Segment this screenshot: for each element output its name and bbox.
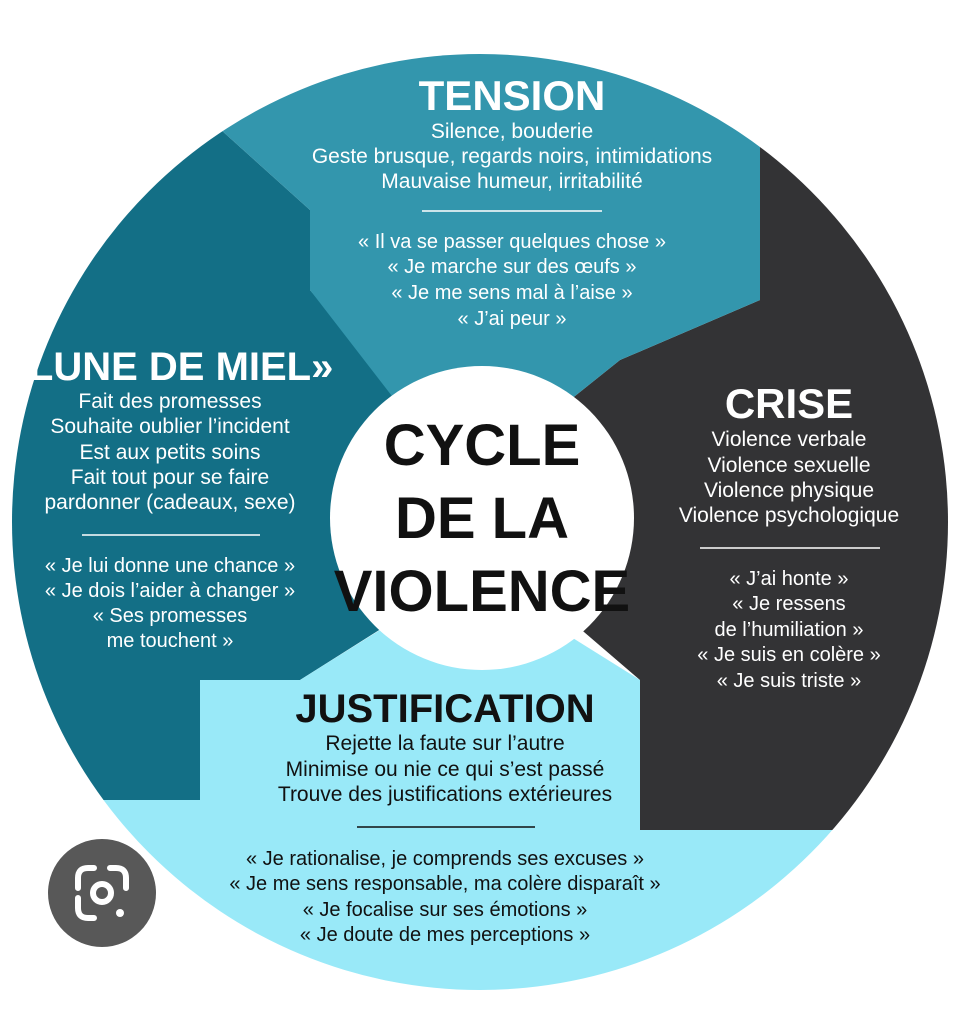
lune-de-miel-quote: « Je lui donne une chance » — [45, 555, 295, 577]
lune-de-miel-quote: « Ses promesses — [93, 605, 248, 627]
lune-de-miel-behavior: Est aux petits soins — [80, 441, 261, 464]
lune-de-miel-behavior: Fait des promesses — [78, 390, 261, 413]
justification-quote: « Je doute de mes perceptions » — [300, 924, 590, 946]
lune-de-miel-behavior: pardonner (cadeaux, sexe) — [45, 491, 296, 514]
lune-de-miel-title: «LUNE DE MIEL» — [7, 345, 334, 389]
google-lens-icon — [75, 865, 129, 921]
lune-de-miel-quote: « Je dois l’aider à changer » — [45, 580, 295, 602]
tension-quote: « J’ai peur » — [458, 308, 567, 330]
center-title: CYCLE DE LA VIOLENCE — [334, 413, 631, 624]
justification-behavior: Trouve des justifications extérieures — [278, 783, 612, 806]
justification-quote: « Je focalise sur ses émotions » — [303, 899, 588, 921]
segment-crise — [570, 120, 948, 830]
tension-text: TENSION Silence, bouderie Geste brusque,… — [312, 72, 712, 330]
crise-quote: « J’ai honte » — [730, 568, 849, 590]
lens-button[interactable] — [48, 839, 156, 947]
justification-text: JUSTIFICATION Rejette la faute sur l’aut… — [229, 687, 660, 946]
center-circle — [330, 366, 634, 670]
crise-quote: « Je suis triste » — [717, 670, 862, 692]
segment-lune-de-miel — [12, 120, 395, 800]
justification-title: JUSTIFICATION — [295, 687, 594, 731]
tension-behavior: Silence, bouderie — [431, 120, 593, 143]
crise-behavior: Violence sexuelle — [707, 454, 870, 477]
tension-quote: « Je marche sur des œufs » — [388, 256, 637, 278]
crise-behavior: Violence physique — [704, 479, 874, 502]
crise-text: CRISE Violence verbale Violence sexuelle… — [679, 380, 899, 692]
tension-behavior: Geste brusque, regards noirs, intimidati… — [312, 145, 712, 168]
crise-behavior: Violence psychologique — [679, 504, 899, 527]
center-title-line-1: CYCLE — [384, 413, 581, 478]
lune-de-miel-text: «LUNE DE MIEL» Fait des promesses Souhai… — [7, 345, 334, 652]
crise-title: CRISE — [725, 380, 853, 427]
tension-behavior: Mauvaise humeur, irritabilité — [381, 170, 642, 193]
justification-behavior: Minimise ou nie ce qui s’est passé — [286, 758, 605, 781]
center-title-line-3: VIOLENCE — [334, 559, 631, 624]
center-title-line-2: DE LA — [395, 486, 569, 551]
crise-quote: « Je suis en colère » — [697, 644, 880, 666]
lune-de-miel-behavior: Fait tout pour se faire — [71, 466, 269, 489]
lune-de-miel-quote: me touchent » — [107, 630, 234, 652]
tension-quote: « Il va se passer quelques chose » — [358, 231, 666, 253]
tension-quote: « Je me sens mal à l’aise » — [391, 282, 632, 304]
crise-behavior: Violence verbale — [712, 428, 867, 451]
crise-quote: de l’humiliation » — [715, 619, 864, 641]
lune-de-miel-behavior: Souhaite oublier l’incident — [50, 415, 289, 438]
justification-quote: « Je me sens responsable, ma colère disp… — [229, 873, 660, 895]
justification-behavior: Rejette la faute sur l’autre — [325, 732, 564, 755]
justification-quote: « Je rationalise, je comprends ses excus… — [246, 848, 644, 870]
crise-quote: « Je ressens — [732, 593, 845, 615]
tension-title: TENSION — [419, 72, 606, 119]
